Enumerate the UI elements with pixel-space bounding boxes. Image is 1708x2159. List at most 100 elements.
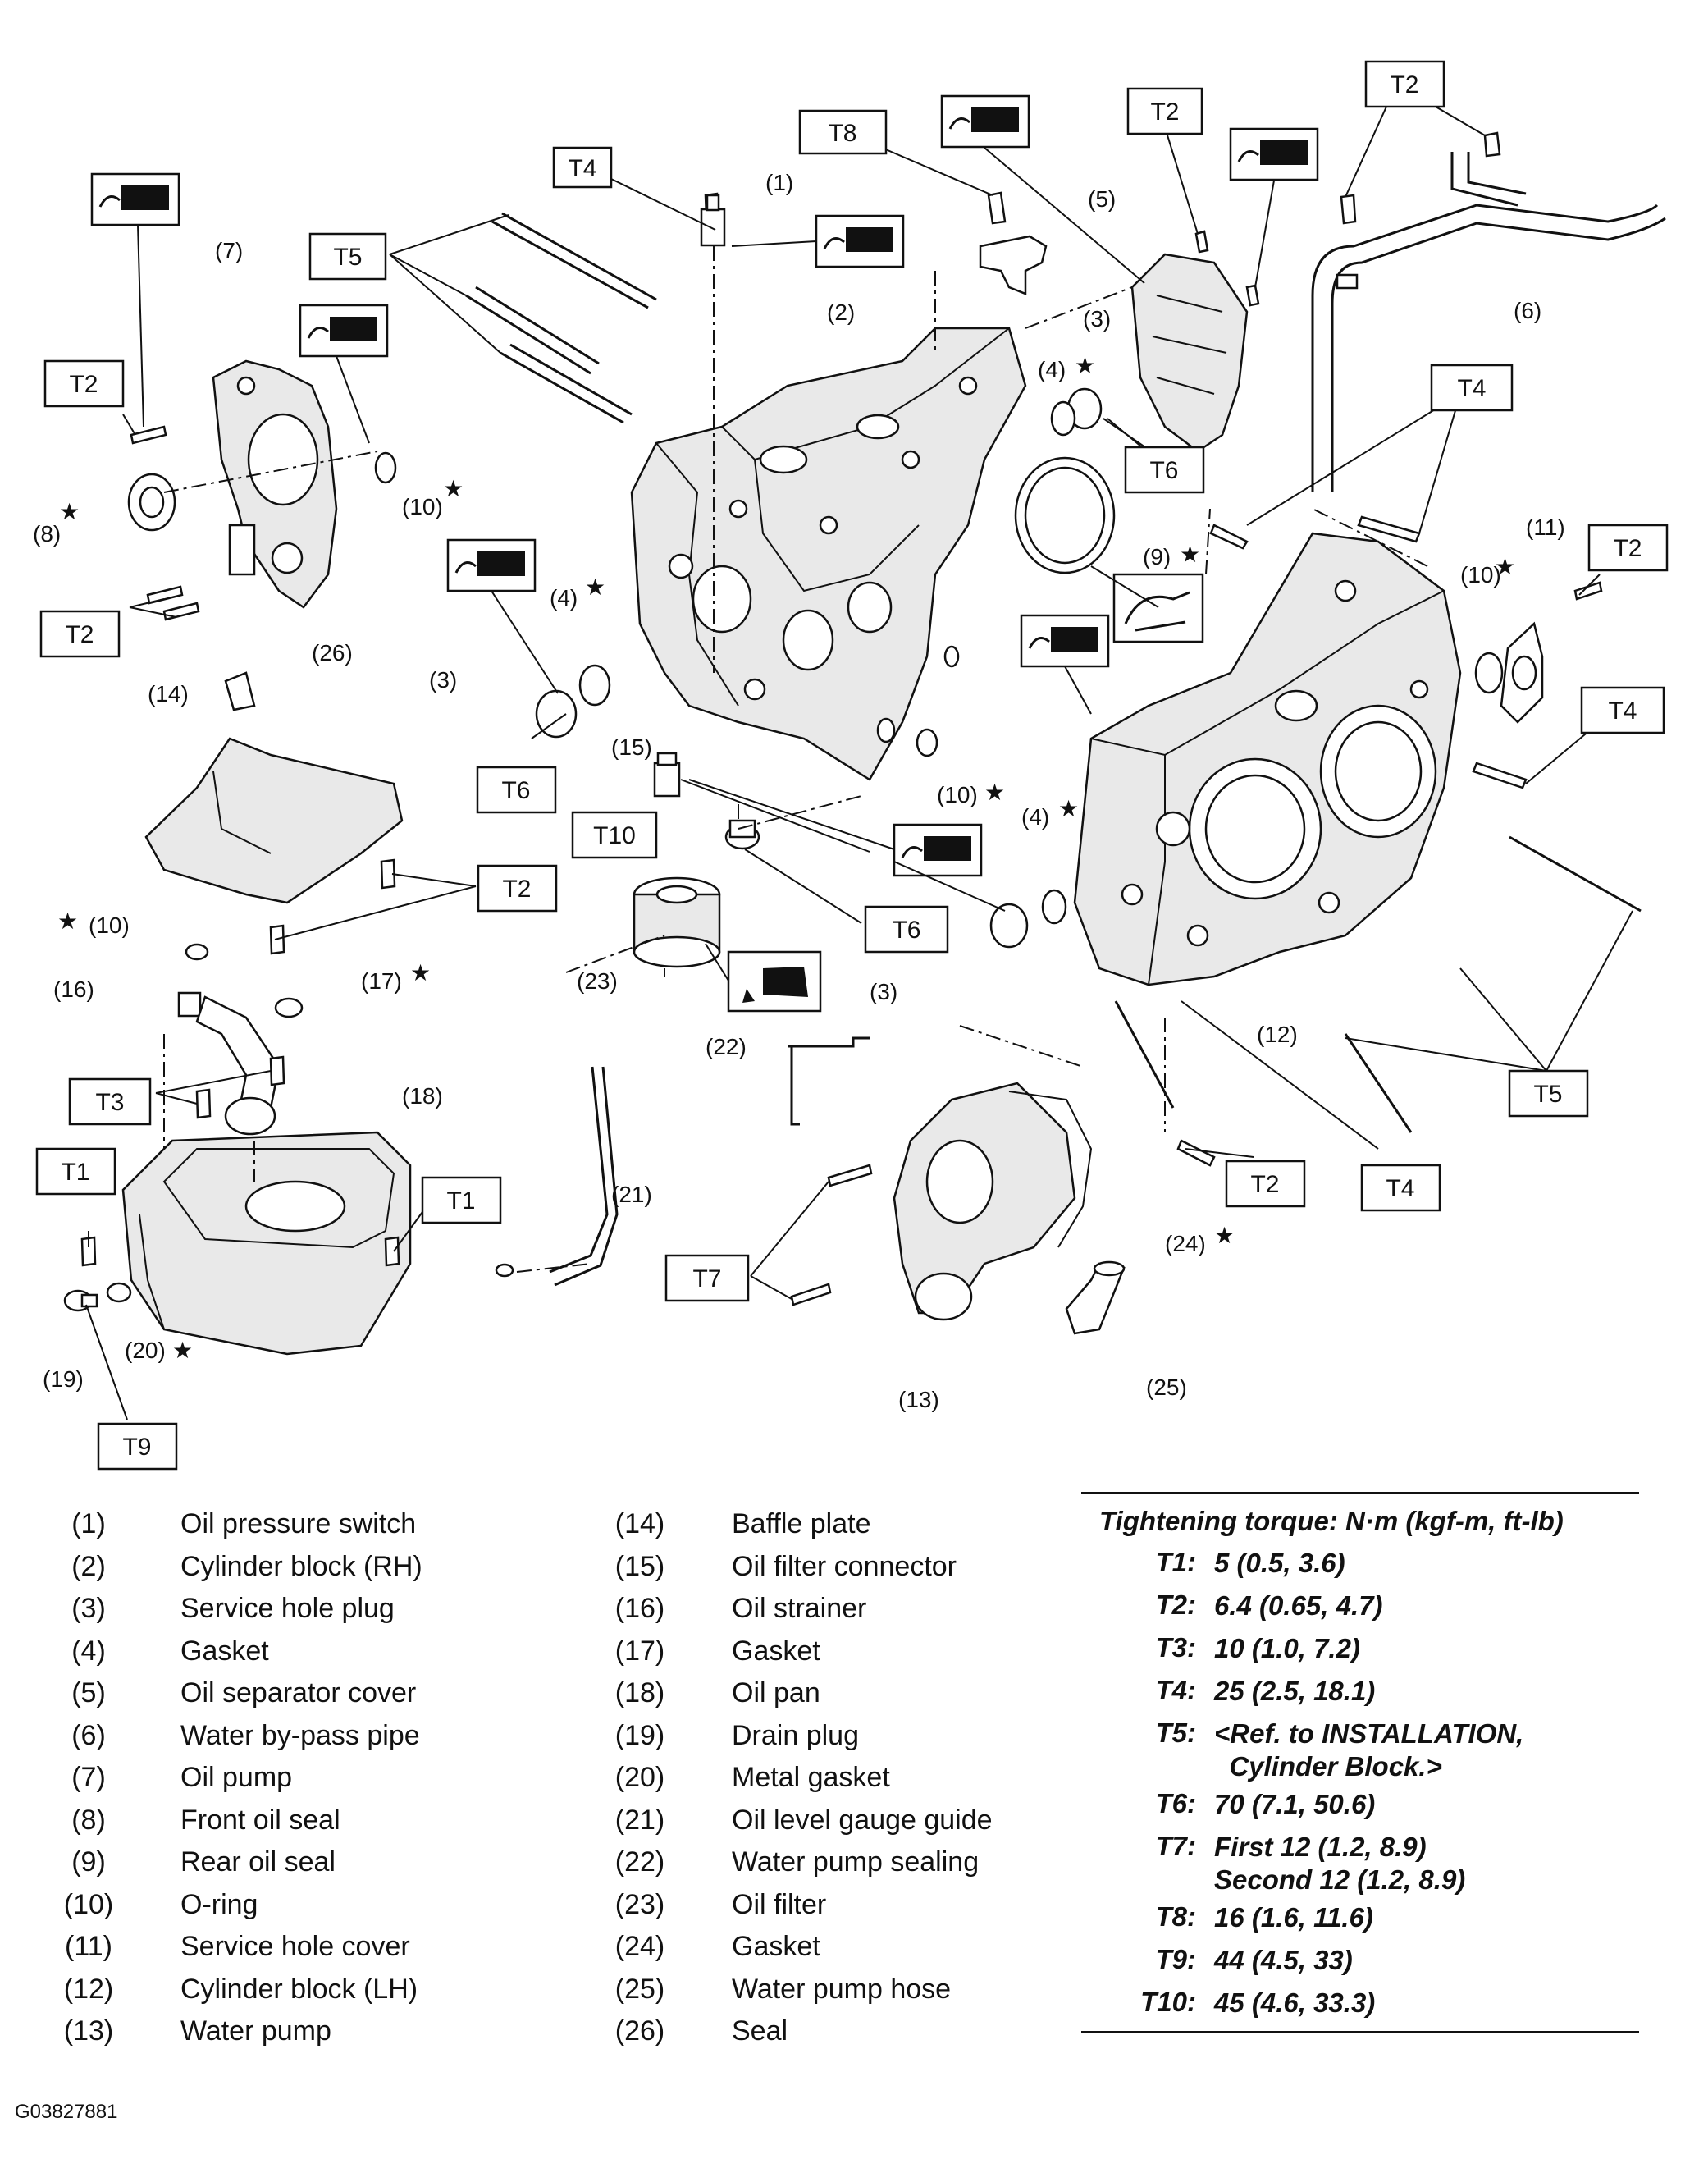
svg-text:T3: T3 <box>95 1089 124 1116</box>
svg-text:(5): (5) <box>1088 186 1116 212</box>
svg-text:(3): (3) <box>1083 306 1111 332</box>
callout-boxes: T4 T5 T8 T2 T2 T6 T4 T2 T4 T2 T2 T6 T10 … <box>35 60 1669 1471</box>
torque-table: Tightening torque: N·m (kgf-m, ft-lb) T1… <box>1081 1492 1639 2033</box>
legend-item: (7)Oil pump <box>71 1762 293 1793</box>
sealant-icon <box>893 823 983 877</box>
sealant-icons <box>90 94 1319 1013</box>
center-plug <box>724 819 760 850</box>
legend-item: (12)Cylinder block (LH) <box>63 1973 418 2005</box>
callout-t5: T5 <box>308 232 387 281</box>
torque-row: T1:5 (0.5, 3.6) <box>1155 1547 1345 1578</box>
service-hole-cover <box>1500 621 1544 724</box>
torque-title: Tightening torque: N·m (kgf-m, ft-lb) <box>1099 1506 1564 1536</box>
legend-item: (26)Seal <box>614 2015 788 2047</box>
svg-text:(20): (20) <box>125 1338 166 1363</box>
leader-lines <box>85 106 1633 1420</box>
oil-pump <box>212 359 338 609</box>
oil-level-gauge-guide <box>495 1066 619 1287</box>
drain-plug <box>63 1282 132 1312</box>
water-pump-hose <box>1065 1260 1126 1335</box>
legend-item: (8)Front oil seal <box>71 1804 340 1836</box>
svg-text:(10): (10) <box>89 913 130 938</box>
svg-text:★: ★ <box>410 960 431 986</box>
svg-text:T5: T5 <box>1533 1081 1562 1108</box>
callout-t3: T3 <box>68 1077 152 1126</box>
svg-text:T2: T2 <box>69 371 98 398</box>
exploded-parts-diagram: .ln { stroke:#111; stroke-width:3; fill:… <box>33 60 1669 1471</box>
legend-item: (24)Gasket <box>614 1931 820 1962</box>
svg-text:★: ★ <box>59 499 80 524</box>
svg-text:★: ★ <box>443 476 464 501</box>
svg-text:T1: T1 <box>446 1187 475 1214</box>
svg-text:★: ★ <box>57 908 78 934</box>
sealant-icon <box>299 304 389 358</box>
oil-pump-bolts <box>130 425 200 621</box>
legend-item: (19)Drain plug <box>614 1719 859 1751</box>
svg-text:T6: T6 <box>892 917 920 944</box>
torque-row: T10:45 (4.6, 33.3) <box>1140 1987 1376 2018</box>
svg-text:T2: T2 <box>1150 98 1179 126</box>
legend-item: (9)Rear oil seal <box>71 1846 336 1878</box>
rear-oil-seal <box>1014 456 1116 574</box>
bracket-t8 <box>979 235 1048 295</box>
torque-row: T3:10 (1.0, 7.2) <box>1155 1632 1360 1663</box>
svg-text:T10: T10 <box>593 822 636 849</box>
front-oil-seal <box>127 473 176 532</box>
svg-text:T2: T2 <box>502 876 531 903</box>
svg-text:T4: T4 <box>1386 1175 1414 1202</box>
assembly-lines <box>163 246 1428 1273</box>
svg-text:T4: T4 <box>1608 698 1637 725</box>
svg-text:(14): (14) <box>148 681 189 707</box>
svg-text:T2: T2 <box>1390 71 1418 98</box>
callout-t4: T4 <box>1360 1164 1441 1212</box>
torque-row: T2:6.4 (0.65, 4.7) <box>1155 1590 1383 1621</box>
callout-t10: T10 <box>571 811 658 859</box>
oil-separator-cover <box>1130 253 1249 453</box>
sealant-icon <box>446 538 537 592</box>
callout-t1: T1 <box>35 1147 116 1196</box>
svg-text:(1): (1) <box>765 170 793 195</box>
svg-text:(25): (25) <box>1146 1375 1187 1400</box>
svg-text:T1: T1 <box>61 1159 89 1186</box>
svg-text:(24): (24) <box>1165 1231 1206 1256</box>
callout-t6: T6 <box>476 766 557 814</box>
water-pump-sealing <box>788 1036 870 1126</box>
divider <box>1081 1492 1639 1494</box>
legend-item: (3)Service hole plug <box>71 1593 395 1624</box>
oil-pressure-switch <box>700 194 726 247</box>
cylinder-block-rh <box>630 327 1027 781</box>
callout-t5: T5 <box>1508 1069 1589 1118</box>
parts-legend-left: (1)Oil pressure switch (2)Cylinder block… <box>48 1503 422 2053</box>
legend-item: (14)Baffle plate <box>614 1508 871 1539</box>
oil-pan <box>121 1131 412 1356</box>
legend-item: (5)Oil separator cover <box>71 1677 417 1708</box>
legend-item: (22)Water pump sealing <box>614 1846 980 1878</box>
svg-text:(13): (13) <box>898 1387 939 1412</box>
svg-text:(4): (4) <box>550 585 578 611</box>
torque-row: T8:16 (1.6, 11.6) <box>1155 1901 1373 1933</box>
svg-text:T9: T9 <box>122 1434 151 1461</box>
legend-item: (13)Water pump <box>63 2015 331 2047</box>
legend-item: (21)Oil level gauge guide <box>614 1804 993 1836</box>
sealant-icon <box>815 214 905 268</box>
legend-item: (18)Oil pan <box>614 1677 820 1708</box>
torque-row: T4:25 (2.5, 18.1) <box>1155 1675 1376 1706</box>
callout-t2: T2 <box>477 864 558 913</box>
svg-text:(7): (7) <box>215 238 243 263</box>
callout-t4: T4 <box>1580 686 1665 734</box>
svg-text:★: ★ <box>1180 542 1200 567</box>
baffle-plate <box>144 671 404 904</box>
cylinder-block-lh <box>1073 532 1462 986</box>
legend-item: (15)Oil filter connector <box>614 1550 957 1582</box>
svg-text:(4): (4) <box>1021 804 1049 830</box>
sealant-icon <box>1020 614 1110 668</box>
torque-row: T9:44 (4.5, 33) <box>1155 1944 1353 1975</box>
o-rings <box>185 451 1504 961</box>
svg-text:(4): (4) <box>1038 357 1066 382</box>
long-bolts-t5 <box>465 212 1642 1133</box>
callout-t7: T7 <box>664 1254 750 1302</box>
svg-text:(12): (12) <box>1257 1022 1298 1047</box>
engine-oil-icon <box>727 950 822 1013</box>
svg-text:(9): (9) <box>1143 544 1171 569</box>
svg-text:(19): (19) <box>43 1366 84 1392</box>
